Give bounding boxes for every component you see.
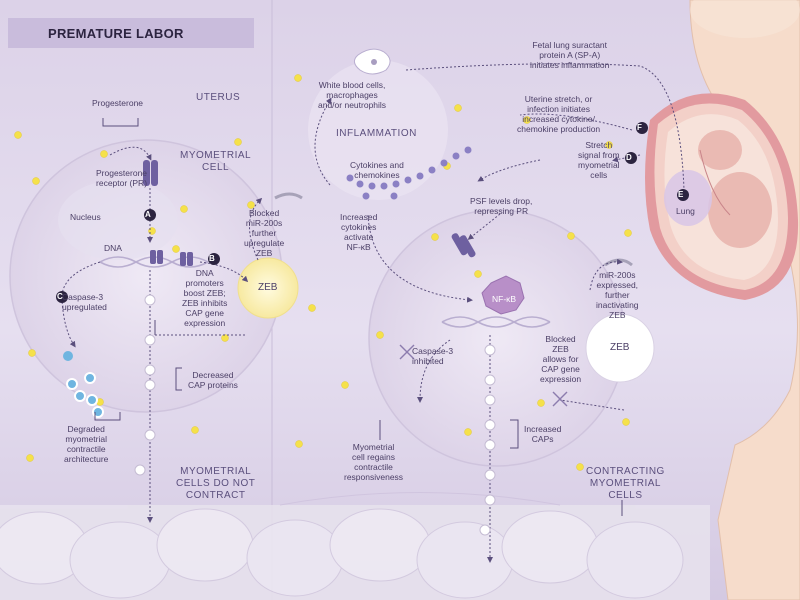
label-zeb-left: ZEB — [258, 282, 278, 293]
label-psf: PSF levels drop, repressing PR — [470, 196, 533, 216]
label-nfkb: NF-κB — [492, 294, 517, 304]
label-zeb-right: ZEB — [610, 342, 630, 353]
marker-b-circle — [208, 253, 220, 265]
label-increased-caps: Increased CAPs — [524, 424, 562, 444]
label-dna-promoters: DNA promoters boost ZEB; ZEB inhibits CA… — [182, 268, 228, 328]
label-myometrial-cell: MYOMETRIAL CELL — [180, 150, 252, 173]
marker-d-circle — [625, 152, 637, 164]
label-contracting: CONTRACTING MYOMETRIAL CELLS — [586, 466, 665, 501]
label-caspase-inhibited: Caspase-3 inhibited — [412, 346, 454, 366]
label-decreased-cap: Decreased CAP proteins — [188, 370, 238, 390]
page-title: PREMATURE LABOR — [48, 26, 184, 41]
left-dna-bound-receptors — [150, 250, 193, 266]
marker-d: D — [626, 153, 632, 162]
cytokine-beads — [346, 146, 472, 200]
left-pr-receptor — [143, 160, 158, 186]
label-uterus: UTERUS — [196, 92, 241, 103]
right-pr-receptor — [451, 233, 476, 258]
label-degraded: Degraded myometrial contractile architec… — [64, 424, 109, 464]
right-cap-proteins — [479, 344, 496, 536]
label-regains: Myometrial cell regains contractile resp… — [344, 442, 404, 482]
label-caspase-up: Caspase-3 upregulated — [62, 292, 107, 312]
title-bar: PREMATURE LABOR — [8, 18, 254, 48]
bottom-tissue — [0, 492, 710, 600]
uterus — [645, 93, 799, 300]
label-increased-cytokines: Increased cytokines activate NF-κB — [340, 212, 378, 252]
label-stretch-signal: Stretch signal from myometrial cells — [578, 140, 620, 180]
left-mir-curl — [274, 192, 303, 200]
marker-e-circle — [677, 189, 689, 201]
white-blood-cells-icon — [354, 48, 391, 75]
label-no-contract: MYOMETRIAL CELLS DO NOT CONTRACT — [176, 466, 256, 501]
right-dna-helix — [441, 316, 551, 328]
left-cap-proteins — [134, 294, 156, 476]
label-lung: Lung — [676, 206, 695, 216]
label-blocked-mir: Blocked miR-200s further upregulate ZEB — [244, 208, 285, 258]
left-zeb-circle — [237, 257, 299, 319]
inflammation-area — [308, 60, 448, 200]
label-pr-receptor: Progesterone receptor (PR) — [96, 168, 148, 188]
inhibition-marks — [399, 344, 568, 407]
label-inflammation: INFLAMMATION — [336, 128, 417, 139]
marker-a: A — [145, 210, 151, 219]
marker-b: B — [209, 254, 215, 263]
label-nucleus: Nucleus — [70, 212, 101, 222]
label-uterine-stretch: Uterine stretch, or infection initiates … — [517, 94, 601, 134]
label-blocked-zeb: Blocked ZEB allows for CAP gene expressi… — [540, 334, 582, 384]
marker-f-circle — [636, 122, 648, 134]
right-zeb-circle — [585, 313, 655, 383]
label-wbc: White blood cells, macrophages and/or ne… — [318, 80, 387, 110]
progesterone-dots — [14, 74, 632, 471]
marker-f: F — [637, 123, 642, 132]
right-mir-curl — [604, 258, 633, 267]
caspase-bubbles — [63, 351, 104, 418]
right-myometrial-cell — [368, 209, 626, 467]
label-fetal-lung: Fetal lung suractant protein A (SP-A) in… — [530, 40, 610, 70]
marker-e: E — [678, 190, 684, 199]
marker-a-circle — [144, 209, 156, 221]
label-mir-expressed: miR-200s expressed, further inactivating… — [596, 270, 639, 320]
marker-circles — [56, 122, 689, 303]
marker-c: C — [57, 292, 63, 301]
nfkb-shape — [481, 275, 525, 315]
label-dna: DNA — [104, 243, 122, 253]
label-cytokines: Cytokines and chemokines — [350, 160, 404, 180]
marker-c-circle — [56, 291, 68, 303]
label-progesterone: Progesterone — [92, 98, 144, 108]
